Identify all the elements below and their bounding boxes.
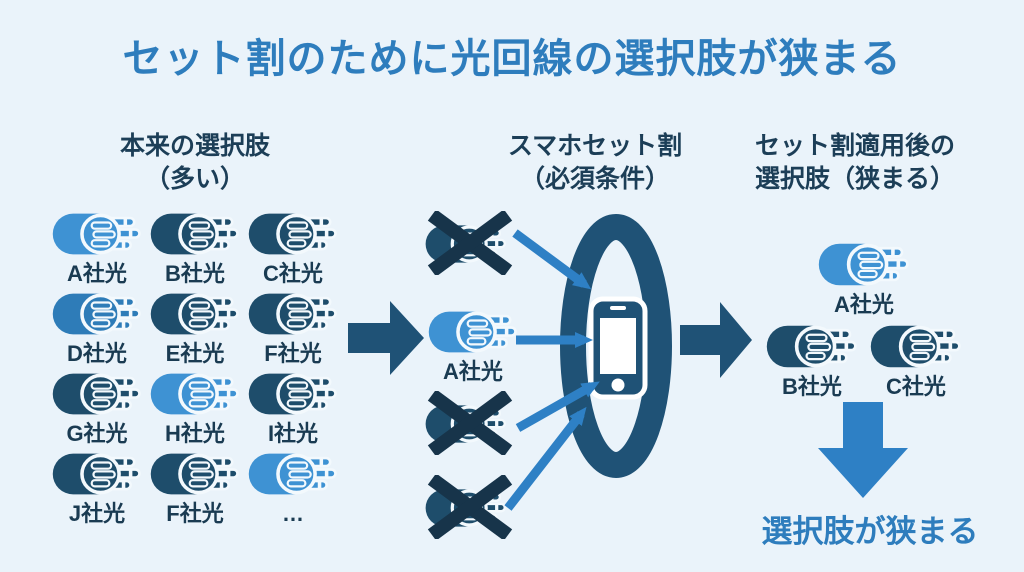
smartphone-icon bbox=[588, 296, 648, 400]
fiber-cable-icon bbox=[150, 213, 239, 255]
fiber-cable-icon bbox=[150, 453, 239, 495]
right-heading-line2: 選択肢（狭まる） bbox=[754, 165, 955, 193]
right-heading-line1: セット割適用後の bbox=[754, 132, 955, 160]
provider-label: C社光 bbox=[886, 374, 946, 399]
provider-option: D社光 bbox=[48, 291, 146, 371]
x-mark-icon bbox=[427, 475, 513, 539]
page-title: セット割のために光回線の選択肢が狭まる bbox=[122, 37, 902, 81]
fiber-cable-icon bbox=[248, 293, 337, 335]
crossed-cable bbox=[422, 391, 518, 455]
provider-option: B社光 bbox=[146, 211, 244, 291]
remaining-provider-option: C社光 bbox=[866, 323, 966, 399]
remaining-provider-option: A社光 bbox=[814, 241, 914, 317]
original-options-grid: A社光 B社光 bbox=[48, 211, 342, 531]
provider-label: B社光 bbox=[165, 261, 225, 286]
fiber-cable-icon bbox=[52, 453, 141, 495]
provider-label: B社光 bbox=[782, 374, 842, 399]
x-mark-icon bbox=[427, 391, 513, 455]
provider-option: F社光 bbox=[146, 451, 244, 531]
pointer-arrows-icon bbox=[504, 229, 600, 511]
provider-label: E社光 bbox=[165, 341, 225, 366]
fiber-cable-icon bbox=[818, 243, 909, 286]
provider-label: A社光 bbox=[67, 261, 127, 286]
left-column-heading: 本来の選択肢 （多い） bbox=[55, 130, 335, 196]
down-arrow-icon bbox=[818, 402, 908, 498]
provider-option: E社光 bbox=[146, 291, 244, 371]
provider-label: G社光 bbox=[66, 421, 128, 446]
provider-option: … bbox=[244, 451, 342, 531]
remaining-provider-option: B社光 bbox=[762, 323, 862, 399]
fiber-cable-icon bbox=[52, 213, 141, 255]
provider-label: H社光 bbox=[165, 421, 225, 446]
fiber-cable-icon bbox=[150, 293, 239, 335]
x-mark-icon bbox=[427, 211, 513, 275]
provider-option: I社光 bbox=[244, 371, 342, 451]
fiber-cable-icon bbox=[52, 293, 141, 335]
provider-label: D社光 bbox=[67, 341, 127, 366]
provider-option: G社光 bbox=[48, 371, 146, 451]
provider-label: F社光 bbox=[166, 501, 224, 526]
provider-label: … bbox=[282, 501, 304, 526]
provider-option: C社光 bbox=[244, 211, 342, 291]
excluded-provider-option bbox=[422, 391, 518, 455]
provider-option: J社光 bbox=[48, 451, 146, 531]
middle-heading-line2: （必須条件） bbox=[519, 165, 670, 193]
left-heading-line2: （多い） bbox=[144, 165, 245, 193]
middle-heading-line1: スマホセット割 bbox=[507, 132, 683, 160]
crossed-cable bbox=[422, 475, 518, 539]
conclusion-text: 選択肢が狭まる bbox=[761, 514, 979, 549]
excluded-provider-option bbox=[422, 211, 518, 275]
fiber-cable-icon bbox=[248, 453, 337, 495]
flow-arrow-icon bbox=[680, 302, 752, 378]
provider-label: C社光 bbox=[263, 261, 323, 286]
fiber-cable-icon bbox=[248, 373, 337, 415]
fiber-cable-icon bbox=[428, 311, 517, 353]
excluded-provider-option bbox=[422, 475, 518, 539]
provider-option: H社光 bbox=[146, 371, 244, 451]
fiber-cable-icon bbox=[150, 373, 239, 415]
middle-column-heading: スマホセット割 （必須条件） bbox=[455, 130, 735, 196]
crossed-cable bbox=[422, 211, 518, 275]
provider-label: A社光 bbox=[834, 292, 894, 317]
left-heading-line1: 本来の選択肢 bbox=[119, 132, 270, 160]
provider-label: A社光 bbox=[443, 359, 503, 384]
provider-label: J社光 bbox=[68, 501, 126, 526]
fiber-cable-icon bbox=[766, 325, 857, 368]
required-provider-option: A社光 bbox=[425, 309, 521, 384]
provider-option: A社光 bbox=[48, 211, 146, 291]
right-column-heading: セット割適用後の 選択肢（狭まる） bbox=[715, 130, 995, 196]
fiber-cable-icon bbox=[52, 373, 141, 415]
provider-label: I社光 bbox=[267, 421, 319, 446]
flow-arrow-icon bbox=[348, 301, 424, 375]
provider-option: F社光 bbox=[244, 291, 342, 371]
fiber-cable-icon bbox=[248, 213, 337, 255]
provider-label: F社光 bbox=[264, 341, 322, 366]
highlight-ring-icon bbox=[560, 214, 672, 478]
fiber-cable-icon bbox=[870, 325, 961, 368]
